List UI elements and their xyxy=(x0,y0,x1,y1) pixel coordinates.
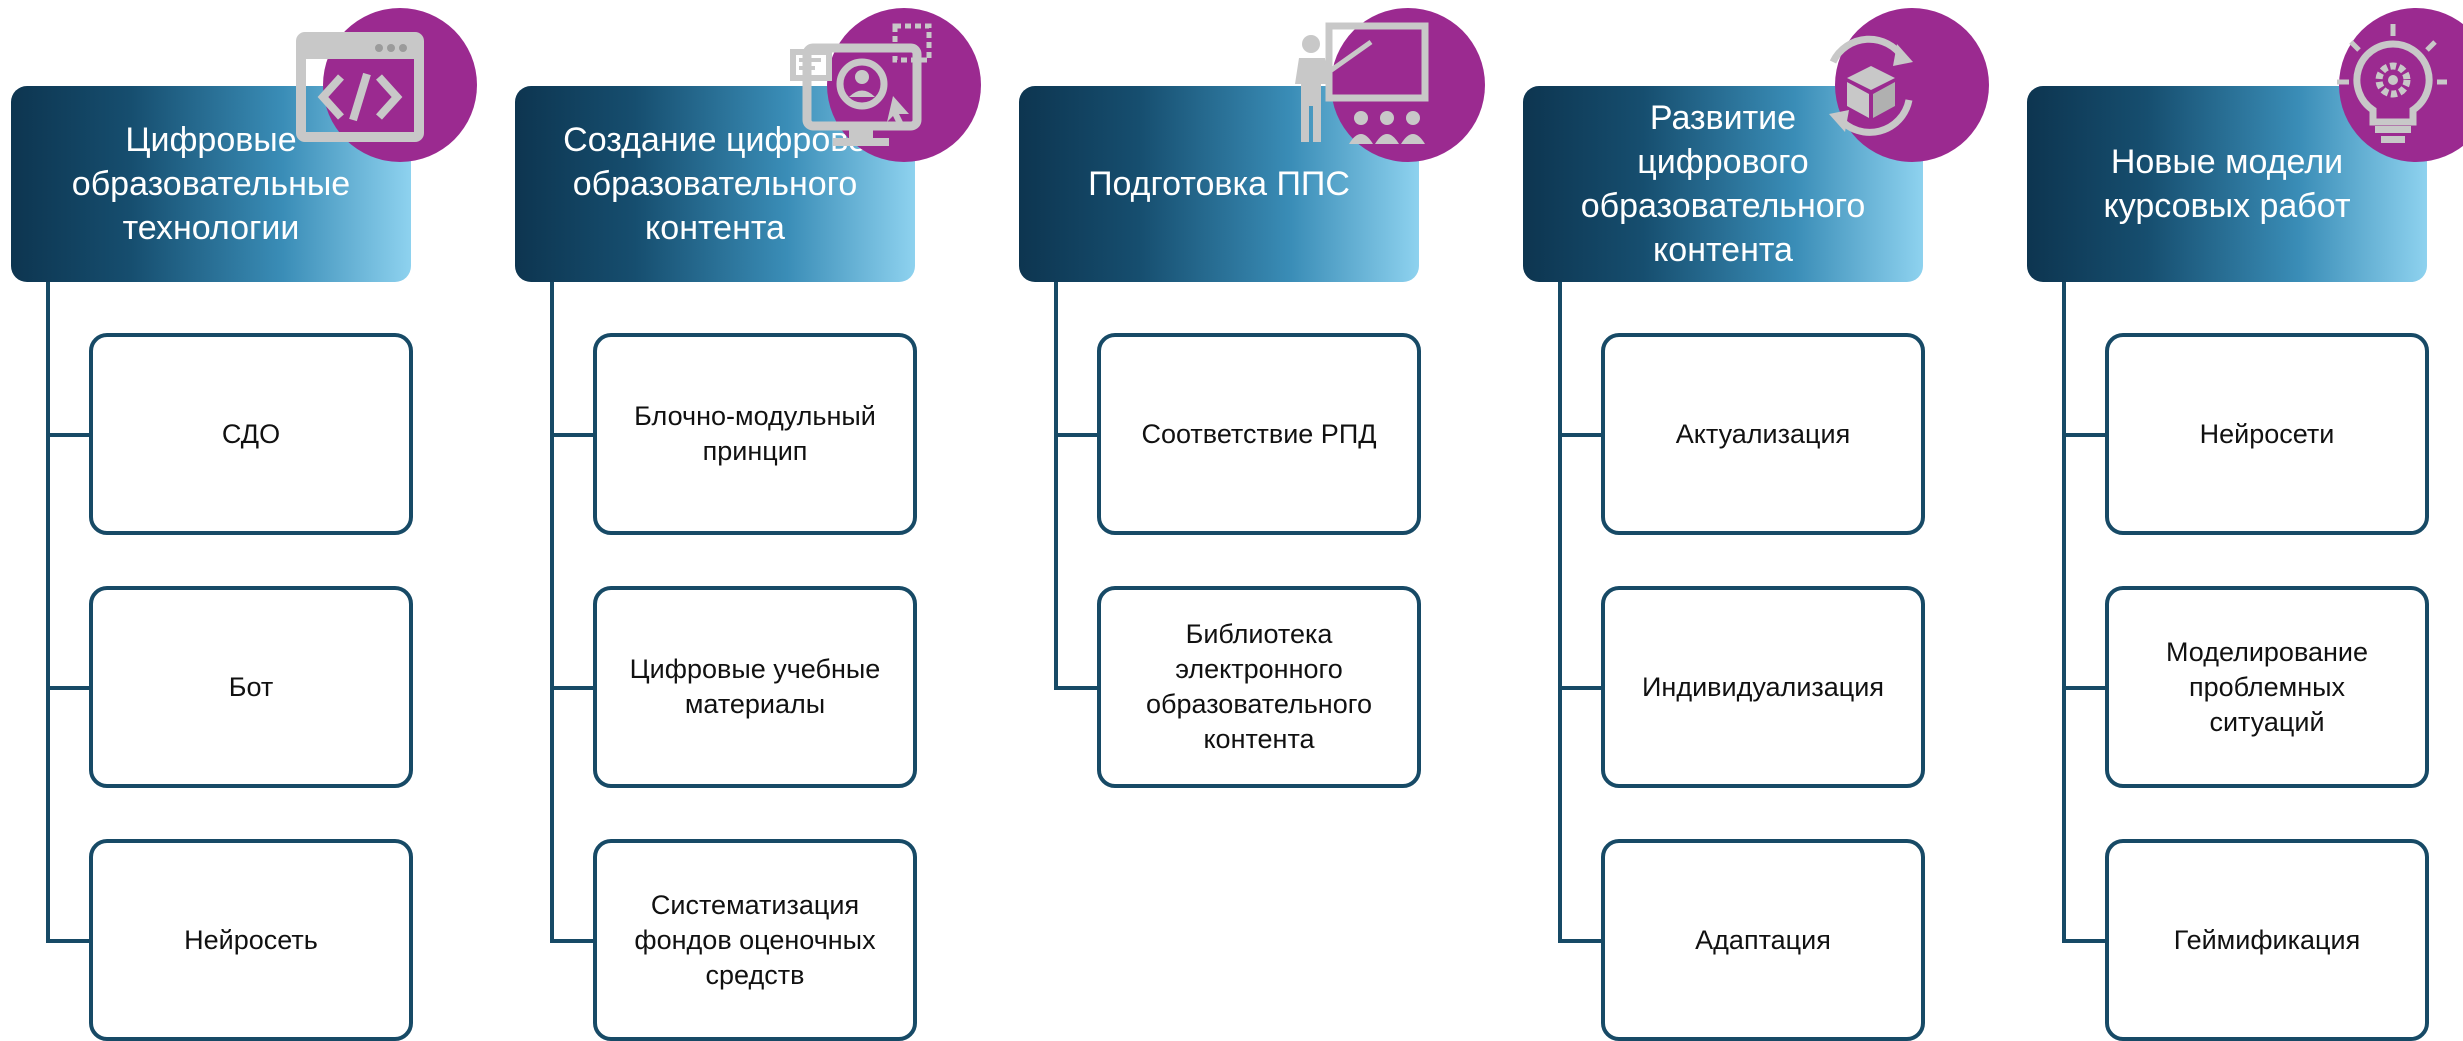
tree-connector xyxy=(46,939,90,943)
tree-spine xyxy=(2062,282,2066,941)
item-box: Нейросеть xyxy=(89,839,413,1041)
box-cycle-icon xyxy=(1829,35,1913,136)
tree-connector xyxy=(1558,939,1602,943)
item-box: Цифровые учебные материалы xyxy=(593,586,917,788)
column-course-work-models: Новые модели курсовых работ Нейросети Мо… xyxy=(2027,0,2463,1041)
tree-spine xyxy=(46,282,50,941)
tree-spine xyxy=(1054,282,1058,688)
tree-connector xyxy=(1558,686,1602,690)
lightbulb-gear-icon xyxy=(2337,24,2447,143)
item-box: Нейросети xyxy=(2105,333,2429,535)
item-box: Актуализация xyxy=(1601,333,1925,535)
item-box: СДО xyxy=(89,333,413,535)
item-box: Систематизация фондов оценочных средств xyxy=(593,839,917,1041)
tree-connector xyxy=(2062,939,2106,943)
tree-spine xyxy=(550,282,554,941)
teacher-board-icon xyxy=(1295,22,1429,144)
computer-user-icon xyxy=(790,23,932,146)
column-content-creation: Создание цифрове образовательного контен… xyxy=(515,0,981,1041)
tree-connector xyxy=(1054,433,1098,437)
column-header: Развитие цифрового образовательного конт… xyxy=(1523,86,1923,282)
column-header: Подготовка ППС xyxy=(1019,86,1419,282)
item-box: Адаптация xyxy=(1601,839,1925,1041)
code-window-icon xyxy=(296,32,424,142)
item-box: Соответствие РПД xyxy=(1097,333,1421,535)
item-box: Библиотека электронного образовательного… xyxy=(1097,586,1421,788)
tree-spine xyxy=(1558,282,1562,941)
column-digital-technologies: Цифровые образовательные технологии СДО … xyxy=(11,0,477,1041)
icon-badge xyxy=(1835,8,1989,162)
tree-connector xyxy=(2062,686,2106,690)
column-content-development: Развитие цифрового образовательного конт… xyxy=(1523,0,1989,1041)
tree-connector xyxy=(1054,686,1098,690)
tree-connector xyxy=(550,939,594,943)
tree-connector xyxy=(550,686,594,690)
tree-connector xyxy=(46,433,90,437)
item-box: Геймификация xyxy=(2105,839,2429,1041)
item-box: Моделирование проблемных ситуаций xyxy=(2105,586,2429,788)
item-box: Бот xyxy=(89,586,413,788)
tree-connector xyxy=(2062,433,2106,437)
item-box: Блочно-модульный принцип xyxy=(593,333,917,535)
tree-connector xyxy=(550,433,594,437)
item-box: Индивидуализация xyxy=(1601,586,1925,788)
tree-connector xyxy=(1558,433,1602,437)
column-teacher-training: Подготовка ППС Соответствие РПД Библиоте… xyxy=(1019,0,1485,1039)
tree-connector xyxy=(46,686,90,690)
